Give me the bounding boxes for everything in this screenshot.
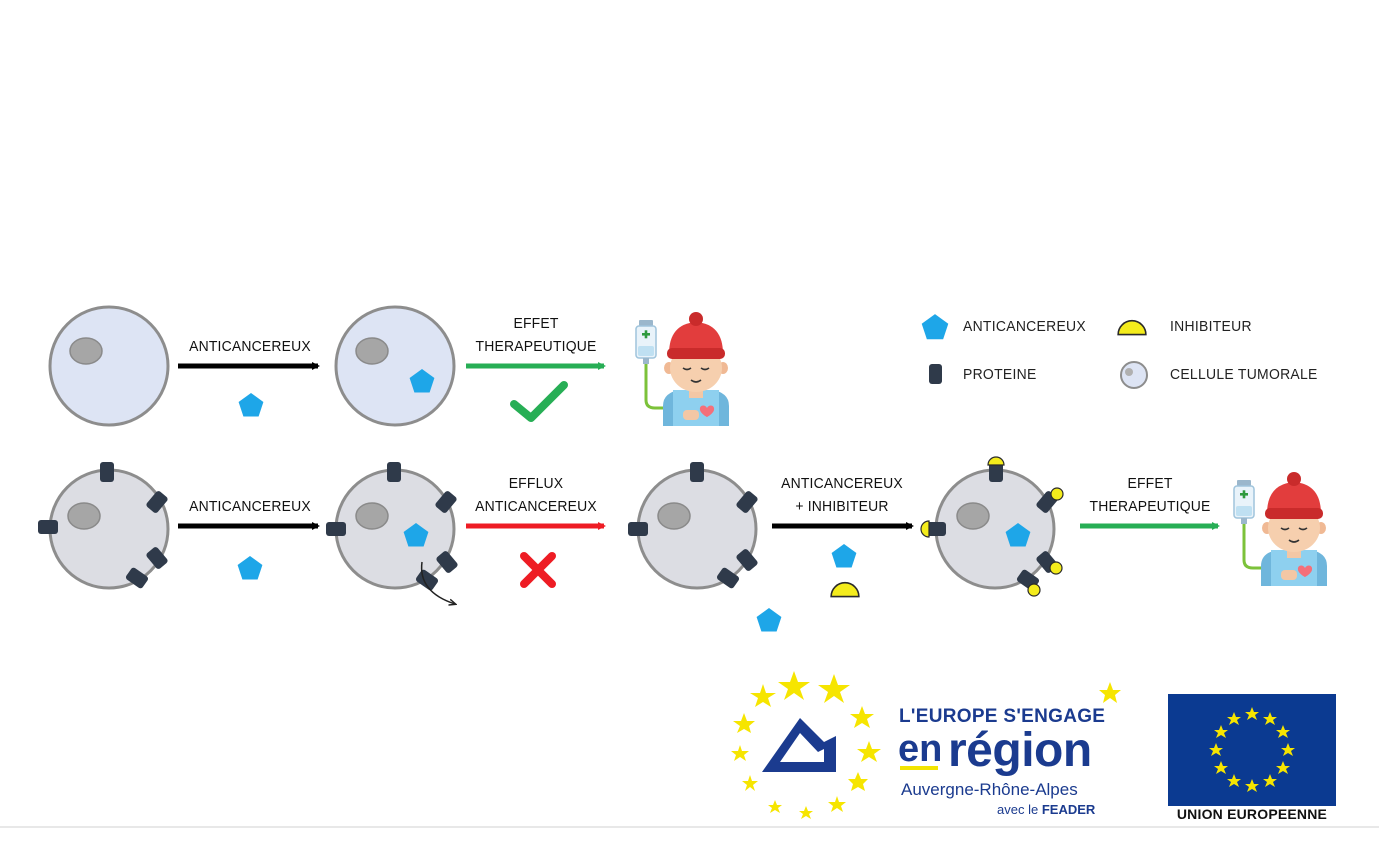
protein-icon [146, 547, 168, 569]
europe-logo-underline [900, 766, 938, 770]
row2-cell-1 [38, 462, 170, 590]
protein-icon [415, 569, 439, 591]
label-line: ANTICANCEREUX [781, 475, 903, 492]
protein-icon [690, 462, 704, 482]
avec-text: avec le [997, 802, 1039, 817]
europe-logo-ara: Auvergne-Rhône-Alpes [901, 780, 1078, 799]
row2-cell-4 [920, 456, 1064, 597]
protein-icon [326, 522, 346, 536]
patient-icon [1232, 470, 1329, 586]
inhibitor-icon [920, 520, 930, 538]
europe-logo-region: région [948, 724, 1092, 777]
protein-icon [736, 491, 758, 513]
europe-logo-title: L'EUROPE S'ENGAGE [899, 706, 1106, 727]
legend-inhibitor-icon [1117, 319, 1147, 336]
row2-label-efflux: EFFLUX ANTICANCEREUX [462, 472, 611, 518]
efflux-arrow [420, 561, 455, 604]
star-ring [731, 671, 1121, 819]
protein-icon [716, 567, 740, 589]
legend-protein-icon [929, 364, 942, 384]
label-line: EFFET [513, 315, 559, 332]
legend-label-proteine: PROTEINE [963, 366, 1037, 383]
legend-cell-icon [1120, 361, 1148, 389]
protein-icon [628, 522, 648, 536]
label-line: EFFLUX [508, 475, 564, 492]
bottom-divider [0, 826, 1379, 828]
drug-icon [831, 544, 857, 568]
protein-icon [38, 520, 58, 534]
eu-flag-stars [1209, 707, 1295, 792]
check-icon [510, 381, 568, 422]
protein-icon [736, 549, 758, 571]
cross-icon [520, 552, 556, 588]
eu-caption: UNION EUROPEENNE [1176, 806, 1328, 822]
protein-icon [100, 462, 114, 482]
protein-icon [435, 491, 457, 513]
row1-label-effet: EFFET THERAPEUTIQUE [462, 312, 611, 358]
drug-icon [756, 608, 782, 632]
label-line: THERAPEUTIQUE [1089, 498, 1211, 515]
row1-cell-1 [48, 305, 170, 427]
row2-cell-2 [326, 462, 459, 604]
row2-label-anticancereux: ANTICANCEREUX [189, 498, 311, 515]
legend-drug-icon [921, 314, 949, 340]
inhibitor-icon [1027, 583, 1041, 597]
protein-icon [125, 567, 149, 589]
feader-text: FEADER [1041, 802, 1096, 817]
drug-icon [237, 556, 263, 580]
europe-region-logo [731, 671, 1121, 819]
drug-icon [238, 393, 264, 417]
protein-icon [926, 522, 946, 536]
row1-cell-2 [334, 305, 456, 427]
label-line: EFFET [1127, 475, 1173, 492]
inhibitor-icon [1050, 487, 1064, 501]
row2-cell-3 [628, 462, 758, 590]
protein-icon [436, 551, 458, 573]
legend-label-cellule: CELLULE TUMORALE [1170, 366, 1318, 383]
row2-label-inhibiteur: ANTICANCEREUX + INHIBITEUR [768, 472, 917, 518]
aura-mountain-icon [762, 718, 836, 772]
europe-logo-feader: avec le FEADER [997, 802, 1095, 817]
row1-label-anticancereux: ANTICANCEREUX [189, 338, 311, 355]
legend-label-inhibiteur: INHIBITEUR [1170, 318, 1252, 335]
protein-icon [989, 462, 1003, 482]
inhibitor-icon [1049, 561, 1063, 575]
inhibitor-icon [830, 581, 860, 598]
protein-icon [146, 491, 168, 513]
patient-icon [634, 310, 731, 426]
europe-logo-en: en [898, 728, 943, 770]
label-line: + INHIBITEUR [795, 498, 889, 515]
legend-label-anticancereux: ANTICANCEREUX [963, 318, 1086, 335]
protein-icon [387, 462, 401, 482]
row2-label-effet: EFFET THERAPEUTIQUE [1076, 472, 1225, 518]
label-line: ANTICANCEREUX [475, 498, 597, 515]
inhibitor-icon [987, 456, 1005, 466]
label-line: THERAPEUTIQUE [475, 338, 597, 355]
